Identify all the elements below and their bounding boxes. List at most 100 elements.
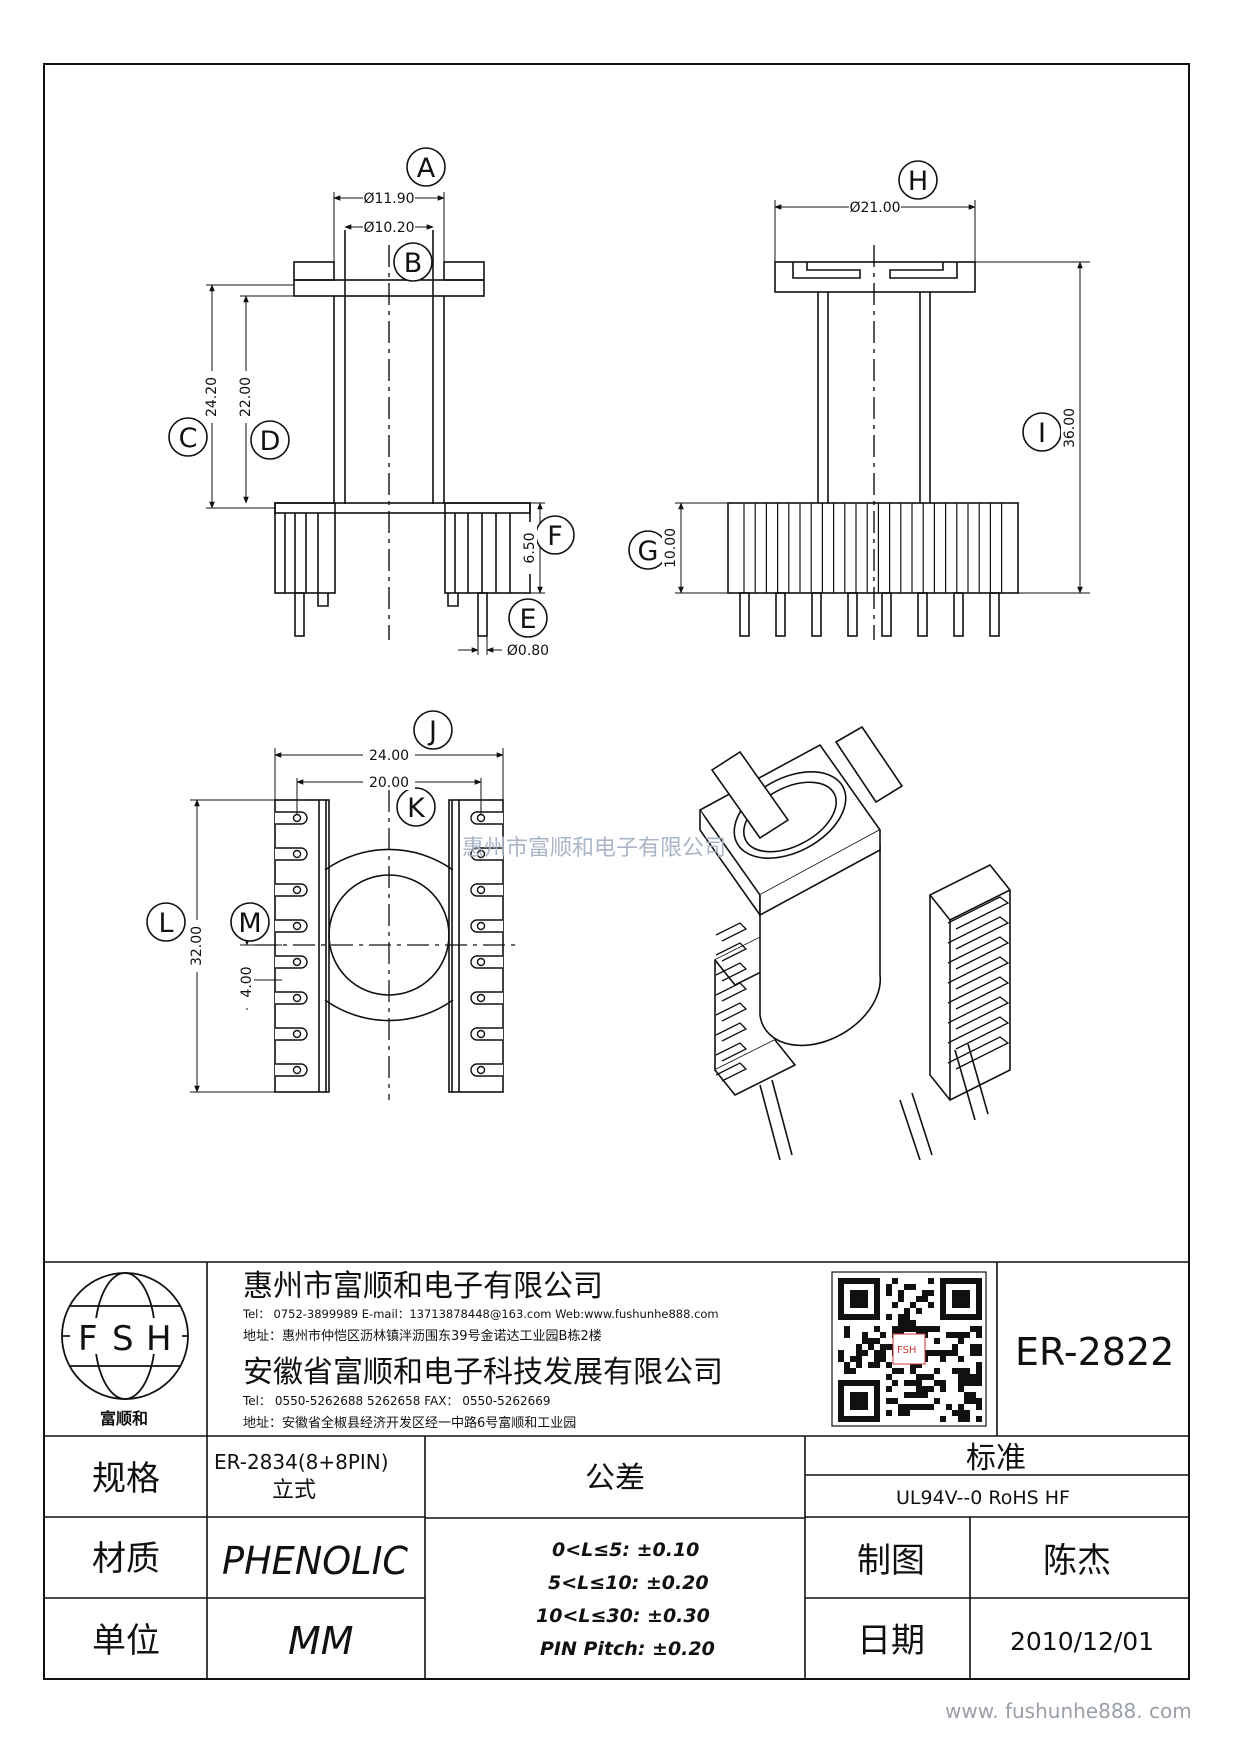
qr-module — [970, 1398, 976, 1404]
dim-l: 32.00 — [189, 926, 205, 966]
label-m: M — [238, 908, 261, 939]
qr-finder-core — [850, 1290, 868, 1308]
qr-module — [970, 1326, 976, 1332]
qr-module — [976, 1374, 982, 1380]
side-pin — [739, 592, 750, 637]
iso-pin-rib — [947, 936, 1010, 970]
iso-pin-rib — [947, 896, 1010, 930]
qr-module — [874, 1350, 880, 1356]
tolerance-line-1: 0<L≤5: ±0.10 — [552, 1539, 699, 1561]
qr-module — [910, 1368, 916, 1374]
dim-m: 4.00 — [239, 966, 255, 997]
dim-h-bg — [849, 199, 901, 215]
dim-i: 36.00 — [1062, 408, 1078, 448]
qr-module — [916, 1362, 922, 1368]
qr-module — [934, 1398, 940, 1404]
dim-f: 6.50 — [522, 532, 538, 563]
pin-hole — [476, 921, 486, 931]
qr-module — [976, 1404, 982, 1410]
date-label: 日期 — [857, 1621, 925, 1661]
dim-m-bg — [238, 956, 254, 1008]
contact-anhui: Tel： 0550-5262688 5262658 FAX： 0550-5262… — [242, 1394, 551, 1408]
pin-hole — [292, 849, 302, 859]
label-a: A — [417, 153, 436, 184]
iso-left-rib — [715, 1002, 748, 1022]
qr-module — [922, 1386, 928, 1392]
qr-module — [844, 1326, 850, 1332]
side-view — [727, 261, 1019, 594]
qr-module — [940, 1356, 946, 1362]
material-label: 材质 — [92, 1539, 160, 1579]
pin-slot — [275, 919, 308, 933]
side-pin — [775, 592, 786, 637]
qr-module — [898, 1326, 904, 1332]
qr-module — [838, 1350, 844, 1356]
logo-letter-band — [70, 1318, 182, 1354]
qr-module — [910, 1380, 916, 1386]
label-l: L — [158, 908, 173, 939]
qr-module — [922, 1374, 928, 1380]
dim-c: 24.20 — [204, 377, 220, 417]
iso-left-rib — [715, 1022, 748, 1042]
qr-module — [934, 1350, 940, 1356]
qr-module — [892, 1398, 898, 1404]
dim-a: Ø11.90 — [363, 191, 414, 207]
qr-module — [940, 1380, 946, 1386]
dim-d: 22.00 — [238, 377, 254, 417]
qr-module — [976, 1344, 982, 1350]
label-m-circle — [230, 902, 270, 942]
qr-module — [910, 1284, 916, 1290]
qr-module — [880, 1332, 886, 1338]
pin-hole — [292, 885, 302, 895]
label-h-circle — [898, 160, 938, 200]
pin-slot — [470, 883, 503, 897]
label-j-circle — [413, 710, 453, 750]
qr-module — [964, 1398, 970, 1404]
isometric-ribs — [715, 896, 1010, 1082]
qr-module — [898, 1314, 904, 1320]
qr-module — [856, 1362, 862, 1368]
qr-module — [958, 1410, 964, 1416]
qr-module — [964, 1392, 970, 1398]
pin-slot — [275, 883, 308, 897]
label-a-circle — [406, 147, 446, 187]
side-pin — [989, 592, 1000, 637]
iso-pin-rib — [947, 996, 1010, 1030]
pin-slot — [470, 1027, 503, 1041]
label-g-callout: G — [628, 530, 668, 570]
qr-module — [958, 1404, 964, 1410]
part-number: ER-2822 — [1015, 1330, 1174, 1374]
dim-g-bg — [662, 522, 678, 574]
qr-module — [922, 1290, 928, 1296]
dim-c-bg — [203, 371, 219, 423]
qr-module — [916, 1308, 922, 1314]
side-base-ribs — [743, 503, 1003, 593]
qr-module — [946, 1350, 952, 1356]
address-huizhou: 地址：惠州市仲恺区沥林镇泮沥围东39号金诺达工业园B栋2楼 — [243, 1328, 602, 1344]
bottom-centerlines — [255, 790, 520, 1100]
qr-module — [970, 1374, 976, 1380]
qr-module — [916, 1296, 922, 1302]
qr-module — [868, 1344, 874, 1350]
pin-slot — [470, 955, 503, 969]
qr-module — [874, 1362, 880, 1368]
label-e-callout: E — [508, 598, 548, 638]
label-i: I — [1038, 418, 1046, 449]
qr-module — [910, 1320, 916, 1326]
drawn-by-value: 陈杰 — [1043, 1541, 1111, 1581]
isometric-view — [698, 725, 1011, 1161]
label-l-circle — [146, 902, 186, 942]
iso-left-rib — [715, 962, 748, 982]
qr-module — [892, 1278, 898, 1284]
qr-module — [844, 1368, 850, 1374]
label-c: C — [179, 423, 198, 454]
qr-module — [934, 1380, 940, 1386]
qr-module — [976, 1380, 982, 1386]
pin-slot — [470, 811, 503, 825]
qr-module — [892, 1326, 898, 1332]
qr-module — [844, 1332, 850, 1338]
standard-value: UL94V--0 RoHS HF — [896, 1487, 1070, 1509]
qr-module — [976, 1416, 982, 1422]
iso-pin-rib — [947, 916, 1010, 950]
qr-module — [886, 1374, 892, 1380]
